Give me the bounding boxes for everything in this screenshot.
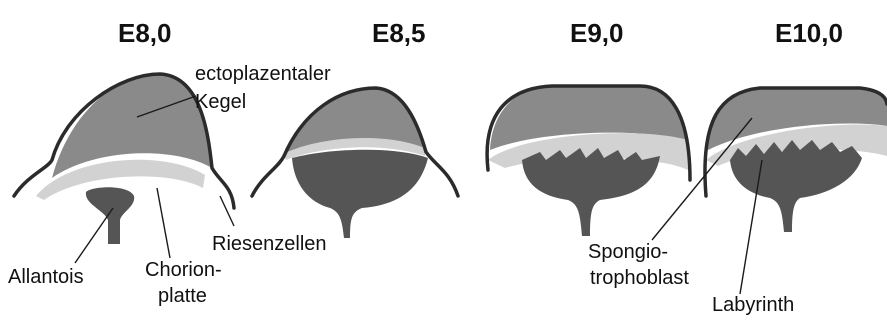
labyrinth-e10-0	[730, 140, 862, 232]
stage-title-e8-0: E8,0	[118, 18, 172, 48]
stage-title-e9-0: E9,0	[570, 18, 624, 48]
stage-title-e8-5: E8,5	[372, 18, 426, 48]
allantois-e9-0	[522, 148, 660, 236]
label-spongio-line1: Spongio-	[588, 241, 668, 263]
label-allantois: Allantois	[8, 266, 84, 288]
stage-e10-0: E10,0	[705, 18, 887, 232]
label-giant-cells: Riesenzellen	[212, 233, 327, 255]
label-spongio-line2: trophoblast	[590, 267, 689, 289]
allantois-e8-0	[86, 187, 134, 244]
stage-e9-0: E9,0	[487, 18, 690, 236]
allantois-e8-5	[292, 150, 428, 238]
leader-allantois	[75, 208, 113, 263]
stage-title-e10-0: E10,0	[775, 18, 843, 48]
stage-e8-5: E8,5	[252, 18, 458, 238]
label-ectoplacental-cone-line2: Kegel	[195, 91, 246, 113]
stage-e8-0: E8,0	[14, 18, 234, 244]
leader-chorion	[157, 188, 170, 258]
label-chorion-line1: Chorion-	[145, 259, 222, 281]
label-labyrinth: Labyrinth	[712, 294, 794, 316]
label-chorion-line2: platte	[158, 285, 207, 307]
label-ectoplacental-cone-line1: ectoplazentaler	[195, 63, 331, 85]
